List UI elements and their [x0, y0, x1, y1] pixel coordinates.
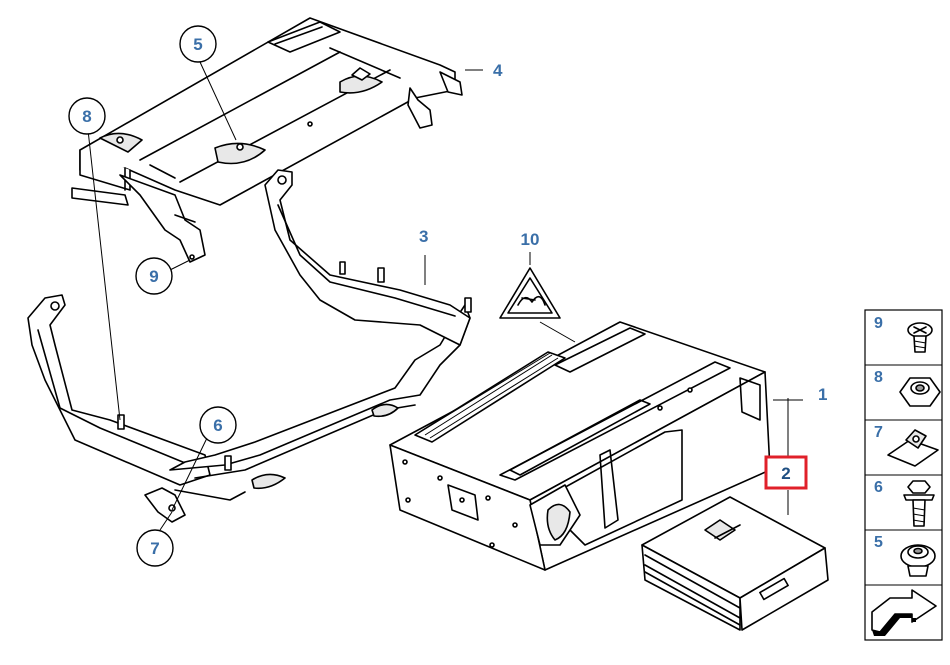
svg-text:5: 5	[193, 35, 202, 54]
hex-nut-icon	[899, 377, 941, 407]
callout-10[interactable]: 10	[521, 230, 540, 249]
bolt-icon	[903, 480, 935, 527]
screw-icon	[907, 322, 933, 353]
clip-nut-icon	[887, 429, 939, 467]
callout-7[interactable]: 7	[136, 529, 174, 567]
callout-5[interactable]: 5	[179, 25, 217, 63]
callout-8[interactable]: 8	[68, 97, 106, 135]
svg-text:9: 9	[149, 267, 158, 286]
callout-1[interactable]: 1	[818, 385, 827, 404]
svg-text:9: 9	[874, 315, 883, 332]
svg-text:1: 1	[818, 385, 827, 404]
svg-text:5: 5	[874, 534, 883, 551]
svg-text:8: 8	[82, 107, 91, 126]
legend-row-next[interactable]	[871, 589, 937, 636]
warning-triangle-icon	[499, 267, 561, 319]
grommet-icon	[900, 544, 936, 577]
svg-text:2: 2	[781, 464, 790, 483]
legend-row-5[interactable]: 5	[874, 534, 936, 577]
svg-text:10: 10	[521, 230, 540, 249]
callout-9[interactable]: 9	[135, 257, 173, 295]
vent-dots	[419, 352, 559, 439]
legend-row-8[interactable]: 8	[874, 369, 941, 407]
lower-cradle	[27, 169, 472, 523]
svg-text:8: 8	[874, 369, 883, 386]
arrow-next-icon[interactable]	[871, 589, 937, 636]
svg-text:6: 6	[213, 416, 222, 435]
svg-text:4: 4	[493, 61, 503, 80]
top-bracket	[71, 17, 463, 263]
callout-3[interactable]: 3	[419, 227, 428, 246]
cd-changer	[389, 321, 771, 571]
parts-legend: 9 8 7	[864, 309, 943, 641]
callout-6[interactable]: 6	[199, 406, 237, 444]
cd-magazine	[641, 496, 829, 631]
callout-4[interactable]: 4	[493, 61, 503, 80]
svg-text:3: 3	[419, 227, 428, 246]
legend-row-7[interactable]: 7	[874, 424, 939, 467]
stud	[117, 261, 472, 471]
svg-text:7: 7	[150, 539, 159, 558]
legend-row-9[interactable]: 9	[874, 315, 933, 353]
legend-row-6[interactable]: 6	[874, 479, 935, 527]
callout-2[interactable]: 2	[764, 455, 808, 490]
svg-text:7: 7	[874, 424, 883, 441]
leader-lines	[87, 61, 803, 531]
svg-text:6: 6	[874, 479, 883, 496]
